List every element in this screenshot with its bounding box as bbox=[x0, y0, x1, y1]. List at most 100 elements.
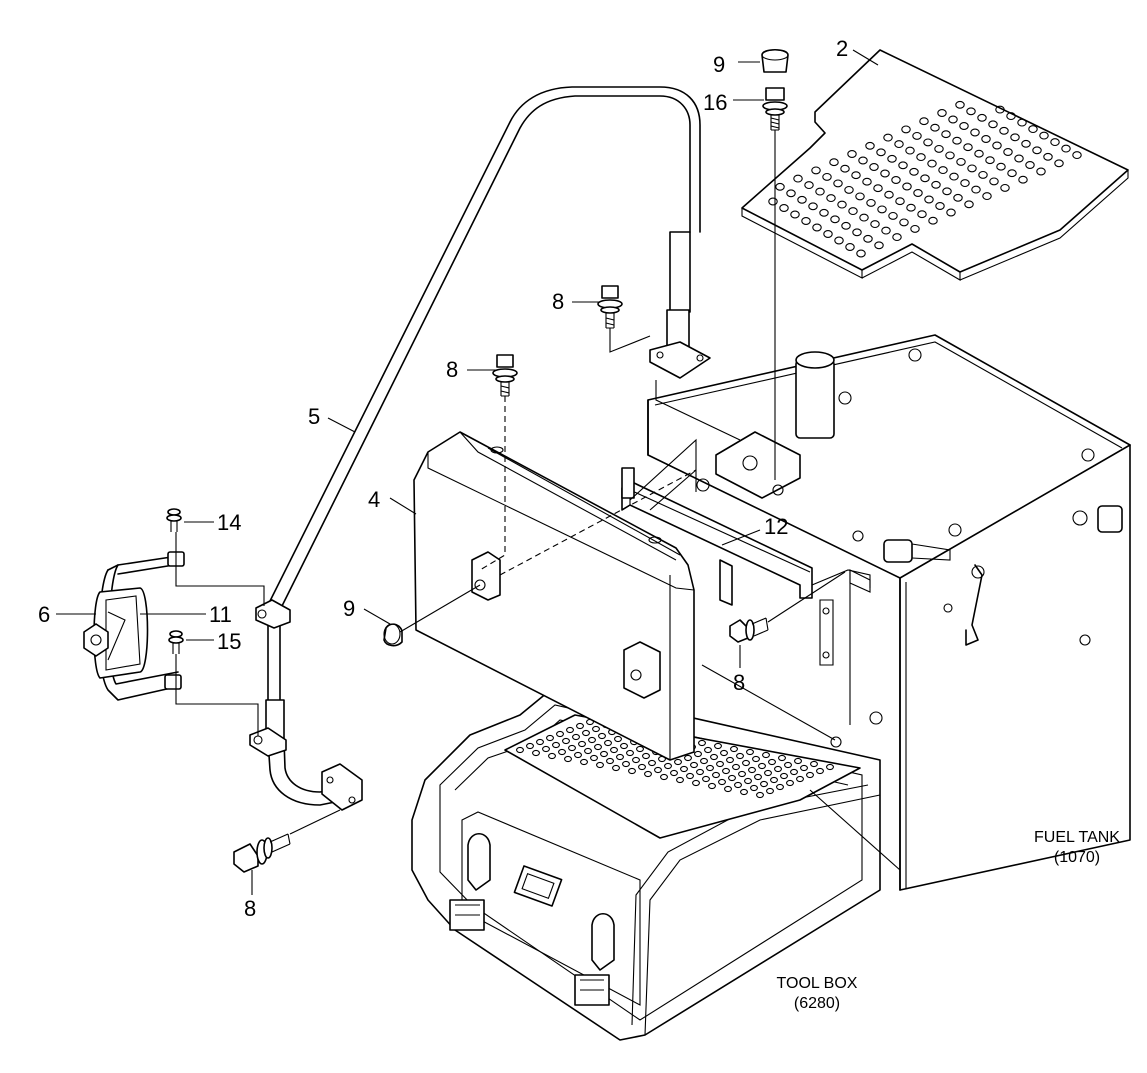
perforation-hole bbox=[884, 190, 894, 199]
perforation-hole bbox=[622, 760, 630, 768]
perforation-hole bbox=[542, 745, 550, 753]
perforation-hole bbox=[750, 784, 758, 792]
perforation-hole bbox=[906, 203, 916, 212]
perforation-hole bbox=[786, 779, 794, 787]
perforation-hole bbox=[931, 180, 941, 189]
perforation-hole bbox=[840, 164, 850, 173]
perforation-hole bbox=[1028, 125, 1038, 134]
perforation-hole bbox=[790, 768, 798, 776]
perforation-hole bbox=[552, 741, 560, 749]
perforation-hole bbox=[797, 195, 807, 204]
perforation-hole bbox=[913, 189, 923, 197]
perforation-hole bbox=[905, 146, 915, 155]
perforation-hole bbox=[881, 226, 891, 235]
perforation-hole bbox=[700, 757, 708, 765]
perforation-hole bbox=[927, 159, 937, 168]
perforation-hole bbox=[546, 734, 554, 742]
perforation-hole bbox=[744, 777, 752, 785]
screw-14 bbox=[166, 508, 182, 532]
perforation-hole bbox=[706, 764, 714, 772]
perforation-hole bbox=[808, 202, 818, 211]
perforation-hole bbox=[949, 172, 959, 181]
perforation-hole bbox=[865, 141, 875, 150]
perforation-hole bbox=[909, 167, 919, 176]
perforation-hole bbox=[1017, 118, 1027, 127]
perforation-hole bbox=[564, 755, 572, 763]
perforation-hole bbox=[775, 182, 785, 191]
plug-9-top bbox=[761, 48, 789, 73]
perforation-hole bbox=[676, 776, 684, 784]
perforation-hole bbox=[686, 772, 694, 780]
perforation-hole bbox=[760, 780, 768, 788]
perforation-hole bbox=[746, 748, 754, 756]
perforation-hole bbox=[716, 760, 724, 768]
perforation-hole bbox=[934, 144, 944, 153]
perforation-hole bbox=[702, 775, 710, 783]
perforation-hole bbox=[851, 171, 861, 180]
perforation-hole bbox=[598, 732, 606, 740]
perforation-hole bbox=[816, 767, 824, 775]
perforation-hole bbox=[780, 772, 788, 780]
perforation-hole bbox=[977, 113, 987, 122]
perforation-hole bbox=[863, 234, 873, 243]
perforation-hole bbox=[548, 752, 556, 760]
perforation-hole bbox=[923, 138, 933, 147]
perforation-hole bbox=[796, 775, 804, 783]
perforation-hole bbox=[642, 752, 650, 760]
fuel-tank-label: FUEL TANK bbox=[1034, 829, 1120, 846]
perforation-hole bbox=[728, 774, 736, 782]
perforation-hole bbox=[710, 753, 718, 761]
perforation-hole bbox=[837, 200, 847, 209]
perforation-hole bbox=[967, 164, 977, 173]
perforation-hole bbox=[582, 729, 590, 737]
perforation-hole bbox=[869, 163, 879, 171]
perforation-hole bbox=[916, 153, 926, 162]
perforation-hole bbox=[917, 210, 927, 219]
perforation-hole bbox=[974, 149, 984, 158]
perforation-hole bbox=[532, 749, 540, 757]
perforation-hole bbox=[955, 100, 965, 109]
perforation-hole bbox=[572, 733, 580, 741]
perforation-hole bbox=[664, 762, 672, 770]
perforation-hole bbox=[964, 200, 974, 209]
perforation-hole bbox=[674, 758, 682, 766]
perforation-hole bbox=[888, 211, 898, 220]
perforation-hole bbox=[848, 207, 858, 216]
perforation-hole bbox=[610, 746, 618, 754]
perforation-hole bbox=[844, 185, 854, 194]
callout-6: 6 bbox=[38, 602, 50, 627]
perforation-hole bbox=[847, 150, 857, 158]
perforation-hole bbox=[536, 738, 544, 746]
perforation-hole bbox=[692, 779, 700, 787]
perforation-hole bbox=[959, 122, 969, 130]
perforation-hole bbox=[902, 182, 912, 191]
callout-14: 14 bbox=[217, 510, 241, 535]
perforation-hole bbox=[845, 243, 855, 251]
side-panel-4 bbox=[413, 431, 695, 761]
perforation-hole bbox=[774, 765, 782, 773]
perforation-hole bbox=[720, 749, 728, 757]
perforation-hole bbox=[558, 748, 566, 756]
perforation-hole bbox=[877, 205, 887, 214]
perforation-hole bbox=[600, 750, 608, 758]
callout-9-lower: 9 bbox=[343, 596, 355, 621]
perforation-hole bbox=[690, 761, 698, 769]
perforation-hole bbox=[995, 105, 1005, 114]
perforation-hole bbox=[644, 770, 652, 778]
perforation-hole bbox=[684, 754, 692, 762]
perforation-hole bbox=[764, 769, 772, 777]
perforation-hole bbox=[578, 740, 586, 748]
perforation-hole bbox=[945, 151, 955, 160]
perforation-hole bbox=[989, 177, 999, 186]
perforation-hole bbox=[1021, 139, 1031, 148]
callout-leaders bbox=[56, 49, 879, 895]
perforation-hole bbox=[812, 223, 822, 232]
checker-plate-2 bbox=[741, 49, 1129, 281]
handrail-5 bbox=[249, 86, 711, 811]
perforation-hole bbox=[638, 763, 646, 771]
perforation-hole bbox=[855, 192, 865, 201]
perforation-hole bbox=[887, 154, 897, 163]
perforation-hole bbox=[632, 756, 640, 764]
callout-12: 12 bbox=[764, 514, 788, 539]
